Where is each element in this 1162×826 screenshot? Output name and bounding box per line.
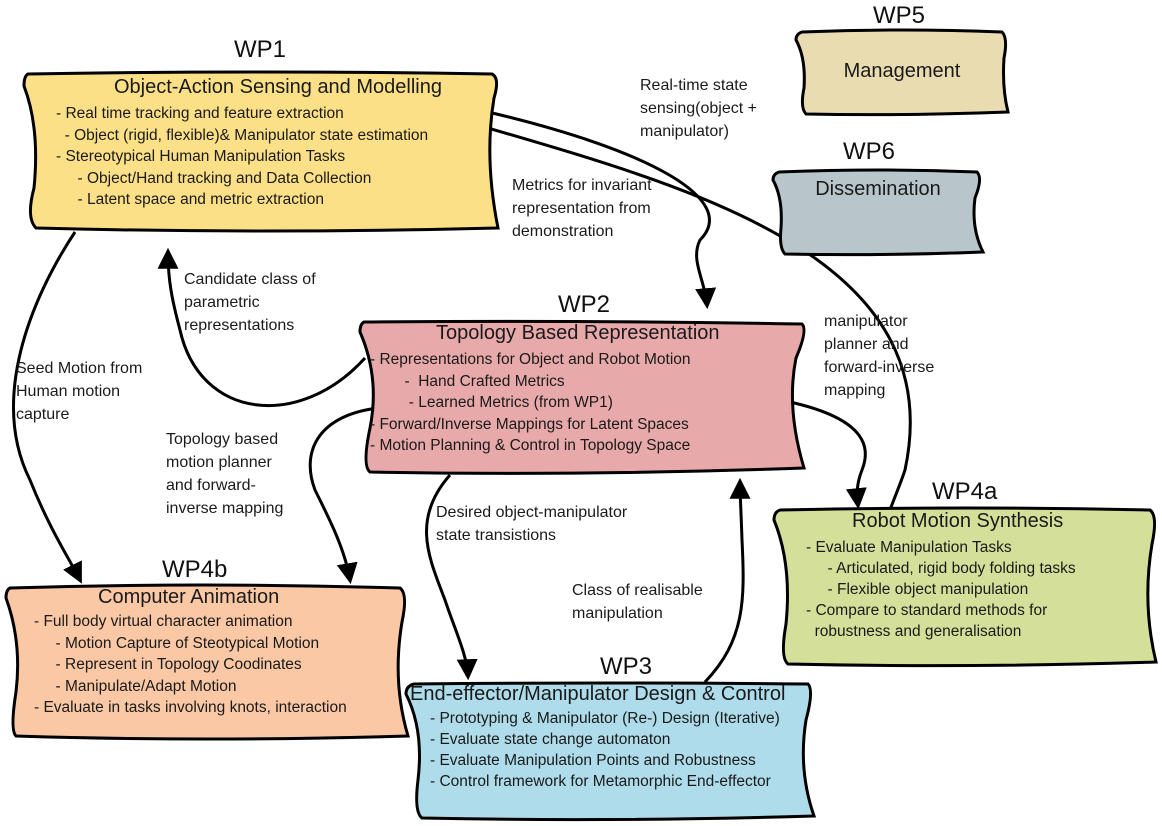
wp4b-box[interactable]: Computer Animation - Full body virtual c…: [4, 582, 410, 742]
edge-wp2-to-wp1: [157, 247, 367, 408]
wp2-item: - Motion Planning & Control in Topology …: [370, 437, 691, 454]
wp4b-item: - Evaluate in tasks involving knots, int…: [34, 699, 347, 716]
wp4b-id: WP4b: [162, 556, 228, 583]
wp4b-item: - Manipulate/Adapt Motion: [34, 677, 237, 695]
wp4a-item: robustness and generalisation: [806, 623, 1022, 640]
label-class-realisable: Class of realisable manipulation: [572, 582, 703, 622]
edge-wp2-to-wp3: [425, 474, 478, 681]
wp2-title: Topology Based Representation: [436, 322, 720, 344]
wp3-shape: [404, 681, 817, 822]
wp3-title: End-effector/Manipulator Design & Contro…: [410, 683, 786, 705]
edge-wp1-to-wp4a: [487, 126, 912, 550]
wp4b-item: - Represent in Topology Coodinates: [34, 656, 302, 673]
wp4b-shape: [4, 583, 410, 741]
wp5-shape: [794, 28, 1010, 117]
wp1-shape: [22, 70, 500, 233]
wp6-shape: [771, 168, 986, 257]
label-candidate-class: Candidate class of parametric representa…: [184, 271, 316, 334]
wp1-item: - Latent space and metric extraction: [56, 191, 324, 208]
wp4a-box[interactable]: Robot Motion Synthesis - Evaluate Manipu…: [772, 504, 1158, 668]
wp4b-title: Computer Animation: [98, 586, 280, 608]
wp3-item: - Control framework for Metamorphic End-…: [430, 773, 771, 790]
wp3-item: - Prototyping & Manipulator (Re-) Design…: [430, 710, 780, 727]
wp1-title: Object-Action Sensing and Modelling: [114, 76, 442, 98]
edge-wp2-to-wp4a: [789, 400, 867, 510]
wp4b-item: - Motion Capture of Steotypical Motion: [34, 634, 320, 652]
wp4a-item: - Compare to standard methods for: [806, 602, 1048, 619]
wp4a-id: WP4a: [932, 478, 998, 505]
wp1-id: WP1: [234, 36, 287, 63]
wp1-item: - Object/Hand tracking and Data Collecti…: [56, 169, 372, 187]
label-realtime-state: Real-time state sensing(object + manipul…: [640, 77, 757, 140]
label-metrics-invariant: Metrics for invariant representation fro…: [512, 177, 652, 240]
wp3-items: - Prototyping & Manipulator (Re-) Design…: [410, 708, 806, 792]
wp6-id: WP6: [843, 138, 896, 165]
wp6-box[interactable]: Dissemination: [771, 168, 986, 258]
wp1-box[interactable]: Object-Action Sensing and Modelling - Re…: [22, 68, 500, 234]
wp2-item: - Hand Crafted Metrics: [370, 372, 565, 390]
wp3-item: - Evaluate Manipulation Points and Robus…: [430, 752, 756, 769]
wp3-id: WP3: [600, 653, 653, 680]
wp2-shape: [358, 319, 806, 475]
wp1-items: - Real time tracking and feature extract…: [56, 103, 490, 211]
label-seed-motion: Seed Motion from Human motion capture: [16, 360, 143, 423]
wp1-item: - Stereotypical Human Manipulation Tasks: [56, 148, 346, 165]
wp6-title: Dissemination: [815, 178, 941, 200]
wp4b-items: - Full body virtual character animation …: [34, 611, 400, 719]
wp2-item: - Forward/Inverse Mappings for Latent Sp…: [370, 415, 689, 433]
edge-wp1-to-wp4b: [12, 231, 82, 584]
wp2-item: - Learned Metrics (from WP1): [370, 394, 613, 411]
wp4a-item: - Articulated, rigid body folding tasks: [806, 560, 1076, 577]
wp4a-items: - Evaluate Manipulation Tasks - Articula…: [806, 537, 1148, 642]
wp4a-shape: [772, 506, 1158, 668]
wp4a-item: - Evaluate Manipulation Tasks: [806, 539, 1012, 556]
label-manipulator-planner: manipulator planner and forward-inverse …: [824, 313, 935, 399]
wp4a-item: - Flexible object manipulation: [806, 581, 1029, 598]
edge-wp3-to-wp2: [703, 477, 751, 684]
wp1-item: - Object (rigid, flexible)& Manipulator …: [56, 126, 429, 144]
edge-wp2-to-wp4b: [308, 406, 379, 585]
wp3-item: - Evaluate state change automaton: [430, 731, 671, 748]
label-desired-transitions: Desired object-manipulator state transis…: [436, 504, 628, 544]
wp3-box[interactable]: End-effector/Manipulator Design & Contro…: [402, 680, 817, 822]
wp5-box[interactable]: Management: [794, 28, 1010, 118]
edge-wp1-to-wp2: [487, 110, 717, 310]
wp2-id: WP2: [558, 291, 611, 318]
wp4a-title: Robot Motion Synthesis: [852, 510, 1064, 532]
wp5-title: Management: [843, 60, 961, 82]
wp2-box[interactable]: Topology Based Representation - Represen…: [356, 318, 808, 478]
wp1-item: - Real time tracking and feature extract…: [56, 105, 344, 122]
wp2-item: - Representations for Object and Robot M…: [370, 351, 691, 368]
wp5-id: WP5: [873, 2, 926, 29]
label-topology-planner: Topology based motion planner and forwar…: [166, 431, 284, 517]
wp4b-item: - Full body virtual character animation: [34, 613, 293, 630]
wp2-items: - Representations for Object and Robot M…: [370, 349, 798, 457]
